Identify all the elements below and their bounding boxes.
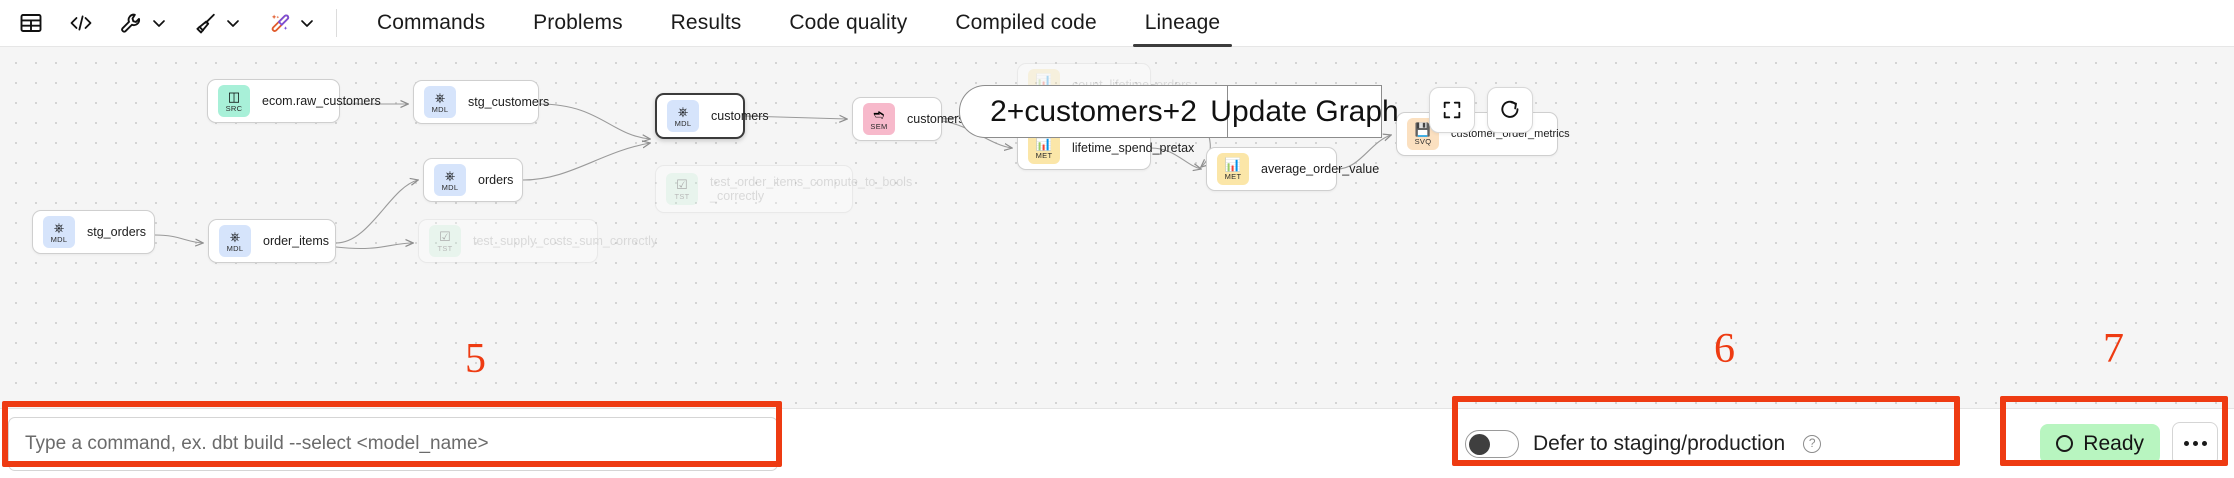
tab-compiled-code-label: Compiled code: [955, 11, 1097, 34]
mdl-badge-icon: ⎈MDL: [434, 164, 466, 196]
lineage-node-customers-model[interactable]: ⎈MDL customers: [655, 93, 769, 139]
help-icon[interactable]: ?: [1803, 434, 1822, 453]
wrench-icon[interactable]: [114, 6, 148, 40]
tab-commands[interactable]: Commands: [353, 0, 509, 47]
tab-problems[interactable]: Problems: [509, 0, 647, 47]
defer-toggle[interactable]: [1465, 429, 1519, 458]
cube-icon: ⎈: [434, 89, 446, 105]
lineage-node-test-supply-costs[interactable]: ☑TST test_supply_costs_sum_correctly: [418, 219, 657, 263]
lineage-node-stg-customers[interactable]: ⎈MDL stg_customers: [413, 80, 549, 124]
defer-control: Defer to staging/production ?: [1465, 429, 1822, 458]
node-label: test_order_items_compute_to_bools _corre…: [710, 174, 913, 203]
node-label: lifetime_spend_pretax: [1072, 141, 1195, 155]
network-icon: ➬: [873, 106, 885, 122]
status-circle-icon: [2056, 435, 2074, 452]
refresh-icon: [1501, 100, 1519, 118]
lineage-node-ecom-raw-customers[interactable]: ◫SRC ecom.raw_customers: [207, 79, 381, 123]
node-label: average_order_value: [1261, 162, 1380, 176]
met-badge-icon: 📊MET: [1217, 153, 1249, 185]
graph-selector-text: 2+customers+2: [990, 94, 1197, 128]
node-label: customer_order_metrics: [1451, 128, 1570, 140]
mdl-badge-icon: ⎈MDL: [667, 100, 699, 132]
tab-lineage-label: Lineage: [1144, 11, 1221, 34]
tab-code-quality-label: Code quality: [789, 11, 908, 34]
status-badge[interactable]: Ready: [2040, 423, 2160, 464]
lineage-node-customer-order-metrics[interactable]: 💾SVQ customer_order_metrics: [1396, 112, 1570, 156]
status-badge-label: Ready: [2083, 431, 2144, 455]
mdl-badge-icon: ⎈MDL: [424, 86, 456, 118]
graph-overlay-strip: 2+customers+2 Update Graph: [959, 85, 1399, 138]
more-options-button[interactable]: [2172, 421, 2218, 466]
bar-chart-icon: 📊: [1224, 156, 1242, 172]
fit-view-button[interactable]: [1429, 87, 1475, 133]
magic-wand-chevron-down-icon[interactable]: [296, 8, 318, 38]
lineage-node-orders[interactable]: ⎈MDL orders: [423, 158, 523, 202]
database-icon: ◫: [227, 88, 241, 104]
tab-compiled-code[interactable]: Compiled code: [931, 0, 1120, 47]
broom-icon[interactable]: [188, 6, 222, 40]
lineage-node-test-order-items[interactable]: ☑TST test_order_items_compute_to_bools _…: [655, 165, 912, 213]
toolbar-divider: [336, 9, 337, 37]
refresh-graph-button[interactable]: [1487, 87, 1533, 133]
command-bar: Defer to staging/production ? Ready: [0, 408, 2234, 478]
sem-badge-icon: ➬SEM: [863, 103, 895, 135]
tab-code-quality[interactable]: Code quality: [765, 0, 931, 47]
node-label: ecom.raw_customers: [262, 94, 381, 108]
toolbar-icon-group: [0, 0, 353, 47]
tab-problems-label: Problems: [533, 11, 623, 34]
fit-screen-icon: [1443, 101, 1461, 119]
lineage-node-stg-orders[interactable]: ⎈MDL stg_orders: [32, 210, 155, 254]
tab-results-label: Results: [670, 11, 742, 34]
cube-icon: ⎈: [53, 219, 65, 235]
defer-label: Defer to staging/production: [1533, 431, 1786, 455]
toggle-knob: [1469, 433, 1490, 455]
bar-chart-icon: 📊: [1035, 72, 1053, 88]
lineage-node-order-items[interactable]: ⎈MDL order_items: [208, 219, 336, 263]
cube-icon: ⎈: [229, 228, 241, 244]
node-label: order_items: [263, 234, 329, 248]
update-graph-label: Update Graph: [1210, 94, 1399, 128]
src-badge-icon: ◫SRC: [218, 85, 250, 117]
node-label: test_supply_costs_sum_correctly: [473, 234, 658, 248]
tst-badge-icon: ☑TST: [429, 225, 461, 257]
node-label: orders: [478, 173, 514, 187]
node-label: stg_orders: [87, 225, 147, 239]
panel-tabs: Commands Problems Results Code quality C…: [353, 0, 1244, 47]
cube-icon: ⎈: [677, 103, 689, 119]
status-area: Ready: [2040, 421, 2218, 466]
editor-toolbar: Commands Problems Results Code quality C…: [0, 0, 2234, 47]
clipboard-check-icon: ☑: [439, 228, 451, 244]
ellipsis-icon: [2192, 441, 2198, 446]
save-query-icon: 💾: [1414, 121, 1432, 137]
tab-commands-label: Commands: [377, 11, 486, 34]
command-input[interactable]: [8, 417, 778, 471]
tab-lineage[interactable]: Lineage: [1121, 0, 1244, 47]
mdl-badge-icon: ⎈MDL: [219, 225, 251, 257]
cube-icon: ⎈: [444, 167, 456, 183]
update-graph-button[interactable]: Update Graph: [1210, 85, 1399, 138]
graph-selector-value[interactable]: 2+customers+2: [959, 85, 1227, 138]
tab-results[interactable]: Results: [647, 0, 766, 47]
bar-chart-icon: 📊: [1035, 135, 1053, 151]
node-label: customers: [711, 109, 769, 123]
code-icon[interactable]: [64, 6, 98, 40]
lineage-node-customers-semantic[interactable]: ➬SEM customers: [852, 97, 965, 141]
node-label: stg_customers: [468, 95, 550, 109]
clipboard-check-icon: ☑: [676, 176, 688, 192]
magic-wand-icon[interactable]: [262, 6, 296, 40]
ellipsis-icon: [2183, 441, 2189, 446]
wrench-chevron-down-icon[interactable]: [148, 8, 170, 38]
ellipsis-icon: [2201, 441, 2207, 446]
tst-badge-icon: ☑TST: [666, 173, 698, 205]
node-label: customers: [907, 112, 965, 126]
lineage-node-average-order-value[interactable]: 📊MET average_order_value: [1206, 147, 1379, 191]
broom-chevron-down-icon[interactable]: [222, 8, 244, 38]
mdl-badge-icon: ⎈MDL: [43, 216, 75, 248]
table-icon[interactable]: [14, 6, 48, 40]
